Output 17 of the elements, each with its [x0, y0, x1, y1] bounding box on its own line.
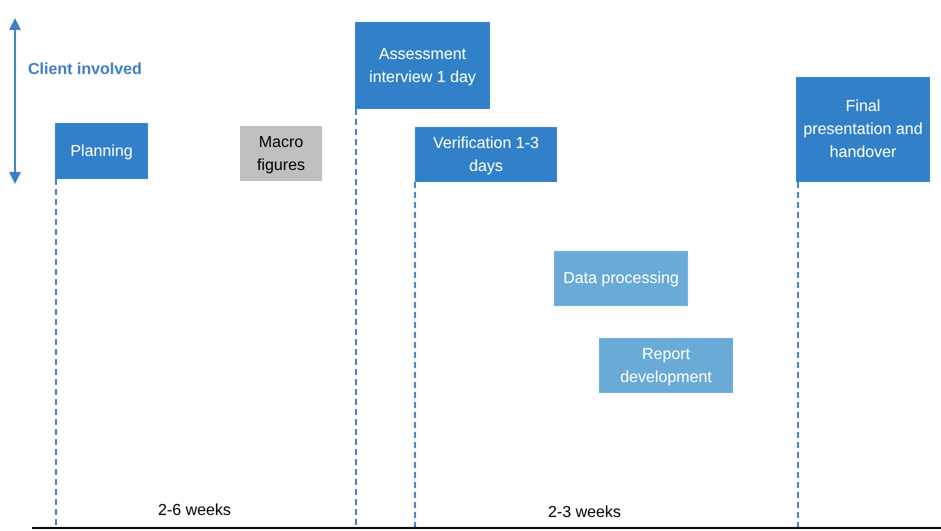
step-box [55, 123, 148, 179]
duration-label: 2-3 weeks [548, 504, 621, 522]
step-label: Planning [70, 142, 133, 162]
step-box [796, 77, 930, 182]
step-box [554, 251, 688, 306]
step-label: Assessment interview 1 day [368, 44, 477, 88]
step-label: Verification 1-3 days [432, 134, 540, 176]
step-box [240, 126, 322, 181]
phase-label: Client involved [28, 61, 142, 79]
step-box [355, 22, 490, 109]
step-label: Data processing [563, 269, 679, 289]
step-label: Final presentation and handover [802, 97, 924, 163]
step-label: Report development [619, 344, 713, 388]
step-box [599, 338, 733, 393]
step-label: Macro figures [256, 132, 306, 176]
duration-label: 2-6 weeks [158, 502, 231, 520]
step-box [415, 127, 557, 182]
